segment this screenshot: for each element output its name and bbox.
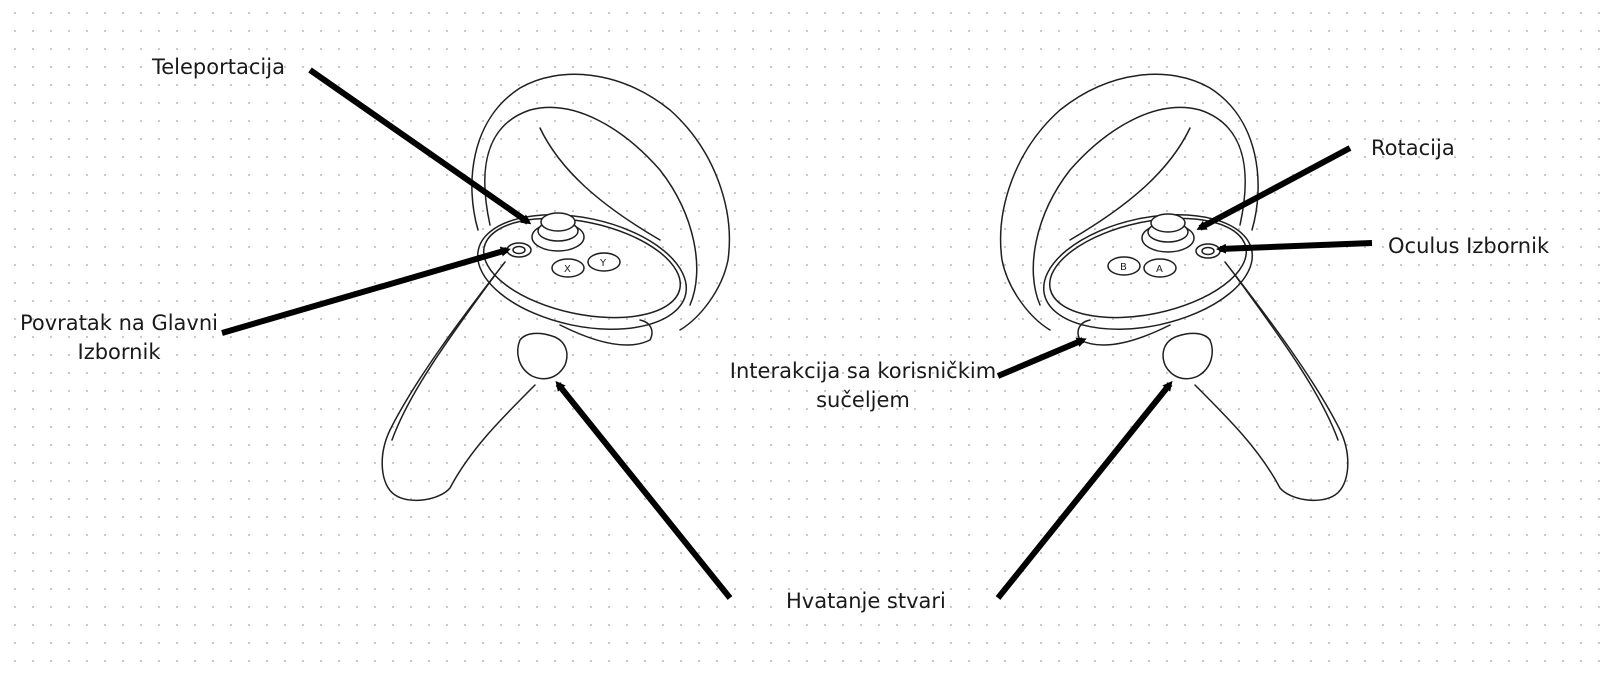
arrow-back-main-menu <box>221 246 511 336</box>
left-face-plate-rim <box>476 214 688 330</box>
label-grab: Hvatanje stvari <box>786 589 946 613</box>
left-controller-handle <box>381 261 536 502</box>
right-oculus-button-inner <box>1201 246 1215 256</box>
left-grip-button <box>517 332 568 380</box>
left-ring-band <box>539 127 661 241</box>
right-ring-band <box>1069 127 1191 241</box>
arrow-rotation <box>1196 145 1352 231</box>
left-y-letter: Y <box>599 258 607 269</box>
right-controller: B A <box>999 73 1349 502</box>
right-trigger <box>1077 319 1171 346</box>
left-handle-inner <box>391 274 496 441</box>
label-ui-line2: sučeljem <box>816 388 910 412</box>
right-thumbstick <box>1150 213 1186 233</box>
right-b-button <box>1107 256 1141 276</box>
left-trigger <box>559 319 653 346</box>
arrow-teleport <box>308 67 532 225</box>
left-x-button <box>551 258 585 278</box>
left-tracking-ring-inner <box>484 106 698 306</box>
left-y-button <box>587 252 621 272</box>
right-controller-handle <box>1194 261 1349 502</box>
left-controller: X Y <box>381 73 731 502</box>
right-tracking-ring-inner <box>1032 106 1246 306</box>
label-back-main-menu: Povratak na Glavni Izbornik <box>18 309 220 367</box>
label-teleport: Teleportacija <box>152 55 285 79</box>
label-back-line1: Povratak na Glavni <box>19 311 219 335</box>
label-oculus-menu: Oculus Izbornik <box>1388 234 1550 258</box>
right-grip-button <box>1162 332 1213 380</box>
right-a-letter: A <box>1156 264 1163 275</box>
label-back-line2: Izbornik <box>77 340 161 364</box>
left-menu-button-inner <box>512 245 526 255</box>
arrow-grab-right <box>995 380 1173 600</box>
left-x-letter: X <box>564 264 571 275</box>
right-oculus-button <box>1195 243 1221 259</box>
arrow-oculus-menu <box>1216 240 1373 254</box>
right-a-button <box>1143 258 1177 278</box>
left-thumbstick <box>540 212 576 232</box>
left-face-plate <box>482 217 682 319</box>
label-rotation: Rotacija <box>1371 136 1455 160</box>
label-ui-line1: Interakcija sa korisničkim <box>729 359 997 383</box>
left-menu-button <box>506 242 532 258</box>
arrow-grab-left <box>555 380 733 600</box>
arrow-ui-interaction <box>996 337 1087 379</box>
right-b-letter: B <box>1120 262 1127 273</box>
right-tracking-ring <box>999 73 1259 331</box>
left-tracking-ring <box>471 73 731 331</box>
label-ui-interaction: Interakcija sa korisničkim sučeljem <box>728 357 998 415</box>
right-handle-inner <box>1234 274 1339 441</box>
